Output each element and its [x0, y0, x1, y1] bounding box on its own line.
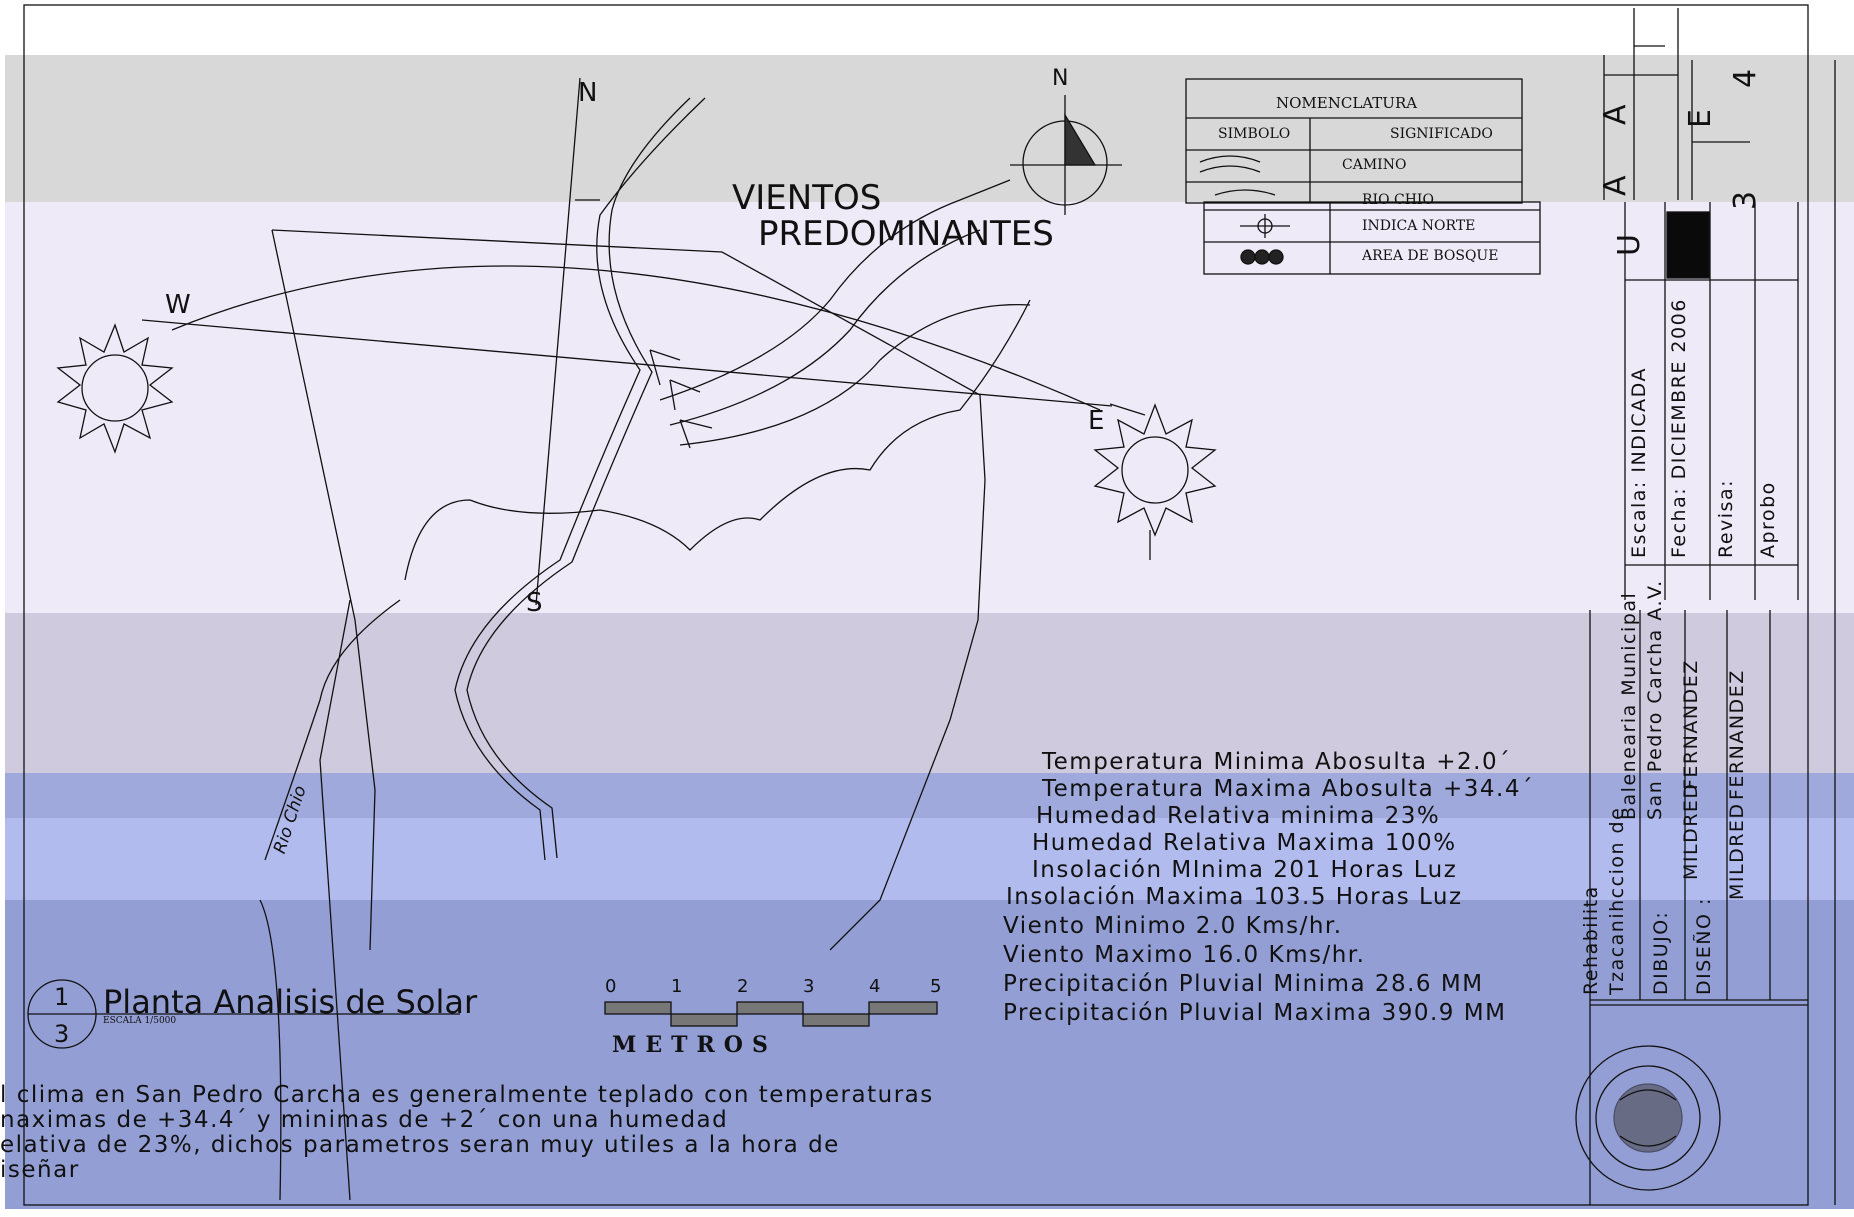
- sun-east-icon: [1093, 403, 1217, 537]
- west-label: W: [165, 290, 191, 320]
- title-block-letter: A: [1598, 173, 1633, 196]
- climate-line: Humedad Relativa minima 23%: [1036, 803, 1441, 829]
- scale-bar-graphic: [604, 1001, 938, 1027]
- wind-arrow-2: [669, 379, 701, 411]
- title-block-number: 3: [1728, 189, 1763, 210]
- title-block-letter: U: [1612, 232, 1647, 256]
- band-2: [5, 202, 1854, 613]
- climate-line: Precipitación Pluvial Maxima 390.9 MM: [1003, 1000, 1507, 1026]
- band-5: [5, 818, 1854, 900]
- scale-tick: 3: [803, 976, 815, 997]
- designed-by-name: MILDRED: [1726, 802, 1748, 900]
- site-boundary-east: [271, 229, 986, 951]
- sun-path-arc: [171, 265, 1101, 411]
- diseno-label: DISEÑO :: [1693, 897, 1715, 995]
- project-name-line-3: Balenearia Municipal: [1618, 591, 1640, 820]
- band-3: [5, 613, 1854, 773]
- dibujo-label: DIBUJO:: [1650, 910, 1672, 995]
- climate-line: Temperatura Minima Abosulta +2.0´: [1042, 749, 1512, 775]
- climate-line: Temperatura Maxima Abosulta +34.4´: [1042, 776, 1534, 802]
- project-name-line-2: Tzacanihccion de: [1606, 806, 1628, 995]
- wind-arrow-1: [649, 349, 681, 386]
- project-name-line-4: San Pedro Carcha A.V.: [1644, 579, 1666, 820]
- title-block-aprobo: Aprobo: [1757, 481, 1779, 558]
- scale-unit: METROS: [612, 1032, 777, 1058]
- north-label-small: N: [578, 78, 598, 108]
- east-label: E: [1088, 406, 1105, 436]
- east-tick: [1109, 403, 1146, 416]
- plan-sheet: 3: [54, 1020, 70, 1048]
- title-block-filled-cell: [1666, 211, 1710, 279]
- plan-number-circle: [27, 979, 460, 1049]
- nomenclatura-row-camino: CAMINO: [1342, 157, 1407, 173]
- description-line: l clima en San Pedro Carcha es generalme…: [0, 1082, 934, 1108]
- nomenclatura-row-bosque: AREA DE BOSQUE: [1362, 248, 1499, 264]
- vientos-title-1: VIENTOS: [732, 178, 882, 218]
- nomenclatura-title: NOMENCLATURA: [1276, 94, 1418, 112]
- scale-tick: 1: [671, 976, 683, 997]
- climate-line: Insolación Maxima 103.5 Horas Luz: [1006, 884, 1463, 910]
- wind-curve-2: [669, 229, 981, 426]
- nomenclatura-row-norte: INDICA NORTE: [1362, 218, 1476, 234]
- title-block-frame: [1589, 8, 1836, 1205]
- contour-forest-edge: [404, 299, 1031, 581]
- climate-line: Viento Maximo 16.0 Kms/hr.: [1003, 942, 1366, 968]
- climate-line: Precipitación Pluvial Minima 28.6 MM: [1003, 971, 1484, 997]
- description-line: iseñar: [0, 1157, 80, 1183]
- plan-scale: ESCALA 1/5000: [103, 1016, 177, 1026]
- vientos-title-2: PREDOMINANTES: [758, 214, 1054, 254]
- wind-curve-3: [679, 303, 1031, 446]
- north-compass-icon: [1010, 95, 1122, 215]
- designed-by-surname: FERNANDEZ: [1726, 669, 1748, 800]
- description-line: naximas de +34.4´ y minimas de +2´ con u…: [0, 1107, 729, 1133]
- title-block-escala: Escala: INDICADA: [1628, 367, 1650, 558]
- plan-number: 1: [54, 983, 70, 1011]
- band-1: [5, 55, 1854, 202]
- contour-2: [259, 899, 282, 1201]
- nomenclatura-table: [1185, 78, 1541, 275]
- title-block-letter: A: [1598, 102, 1633, 125]
- band-6: [5, 900, 1854, 1209]
- river-line-2: [466, 97, 691, 859]
- title-block-revisa: Revisa:: [1715, 478, 1737, 558]
- scale-tick: 0: [605, 976, 617, 997]
- river-line-1: [454, 97, 706, 861]
- nomenclatura-row-rio: RIO CHIO: [1362, 192, 1434, 208]
- climate-line: Viento Minimo 2.0 Kms/hr.: [1003, 913, 1343, 939]
- title-block-fecha: Fecha: DICIEMBRE 2006: [1668, 298, 1690, 558]
- scale-tick: 5: [930, 976, 942, 997]
- project-name-line-1: Rehabilita: [1580, 885, 1602, 995]
- university-seal-icon: [1575, 1045, 1721, 1191]
- road-west: [319, 599, 351, 1201]
- climate-line: Insolación MInima 201 Horas Luz: [1032, 857, 1458, 883]
- nomenclatura-col-symbol: SIMBOLO: [1218, 126, 1291, 142]
- rio-symbol-icon: [1214, 189, 1276, 196]
- scale-tick: 4: [869, 976, 881, 997]
- south-label: S: [526, 588, 543, 618]
- sun-west-icon: [56, 323, 174, 454]
- title-block-letter: E: [1683, 107, 1718, 128]
- climate-line: Humedad Relativa Maxima 100%: [1032, 830, 1457, 856]
- band-4: [5, 773, 1854, 818]
- camino-symbol-icon: [1199, 155, 1261, 173]
- description-line: elativa de 23%, dichos parametros seran …: [0, 1132, 840, 1158]
- site-boundary-west: [271, 229, 376, 951]
- drawn-by-name: MILDRED: [1680, 782, 1702, 880]
- forest-symbol-icon: [1240, 249, 1284, 265]
- west-east-axis: [141, 319, 1113, 407]
- contour-1: [264, 599, 401, 861]
- north-label: N: [1052, 66, 1069, 91]
- drawn-by-surname: FERNANDEZ: [1680, 659, 1702, 790]
- sheet-frame: [23, 4, 1809, 1206]
- wind-arrow-3: [679, 419, 713, 449]
- nomenclatura-col-meaning: SIGNIFICADO: [1390, 126, 1493, 142]
- north-south-axis: [535, 77, 581, 606]
- plan-title: Planta Analisis de Solar: [103, 983, 478, 1021]
- wind-curve-1: [659, 179, 1011, 401]
- scale-tick: 2: [737, 976, 749, 997]
- title-block-number: 4: [1728, 67, 1763, 88]
- north-symbol-icon: [1240, 214, 1290, 238]
